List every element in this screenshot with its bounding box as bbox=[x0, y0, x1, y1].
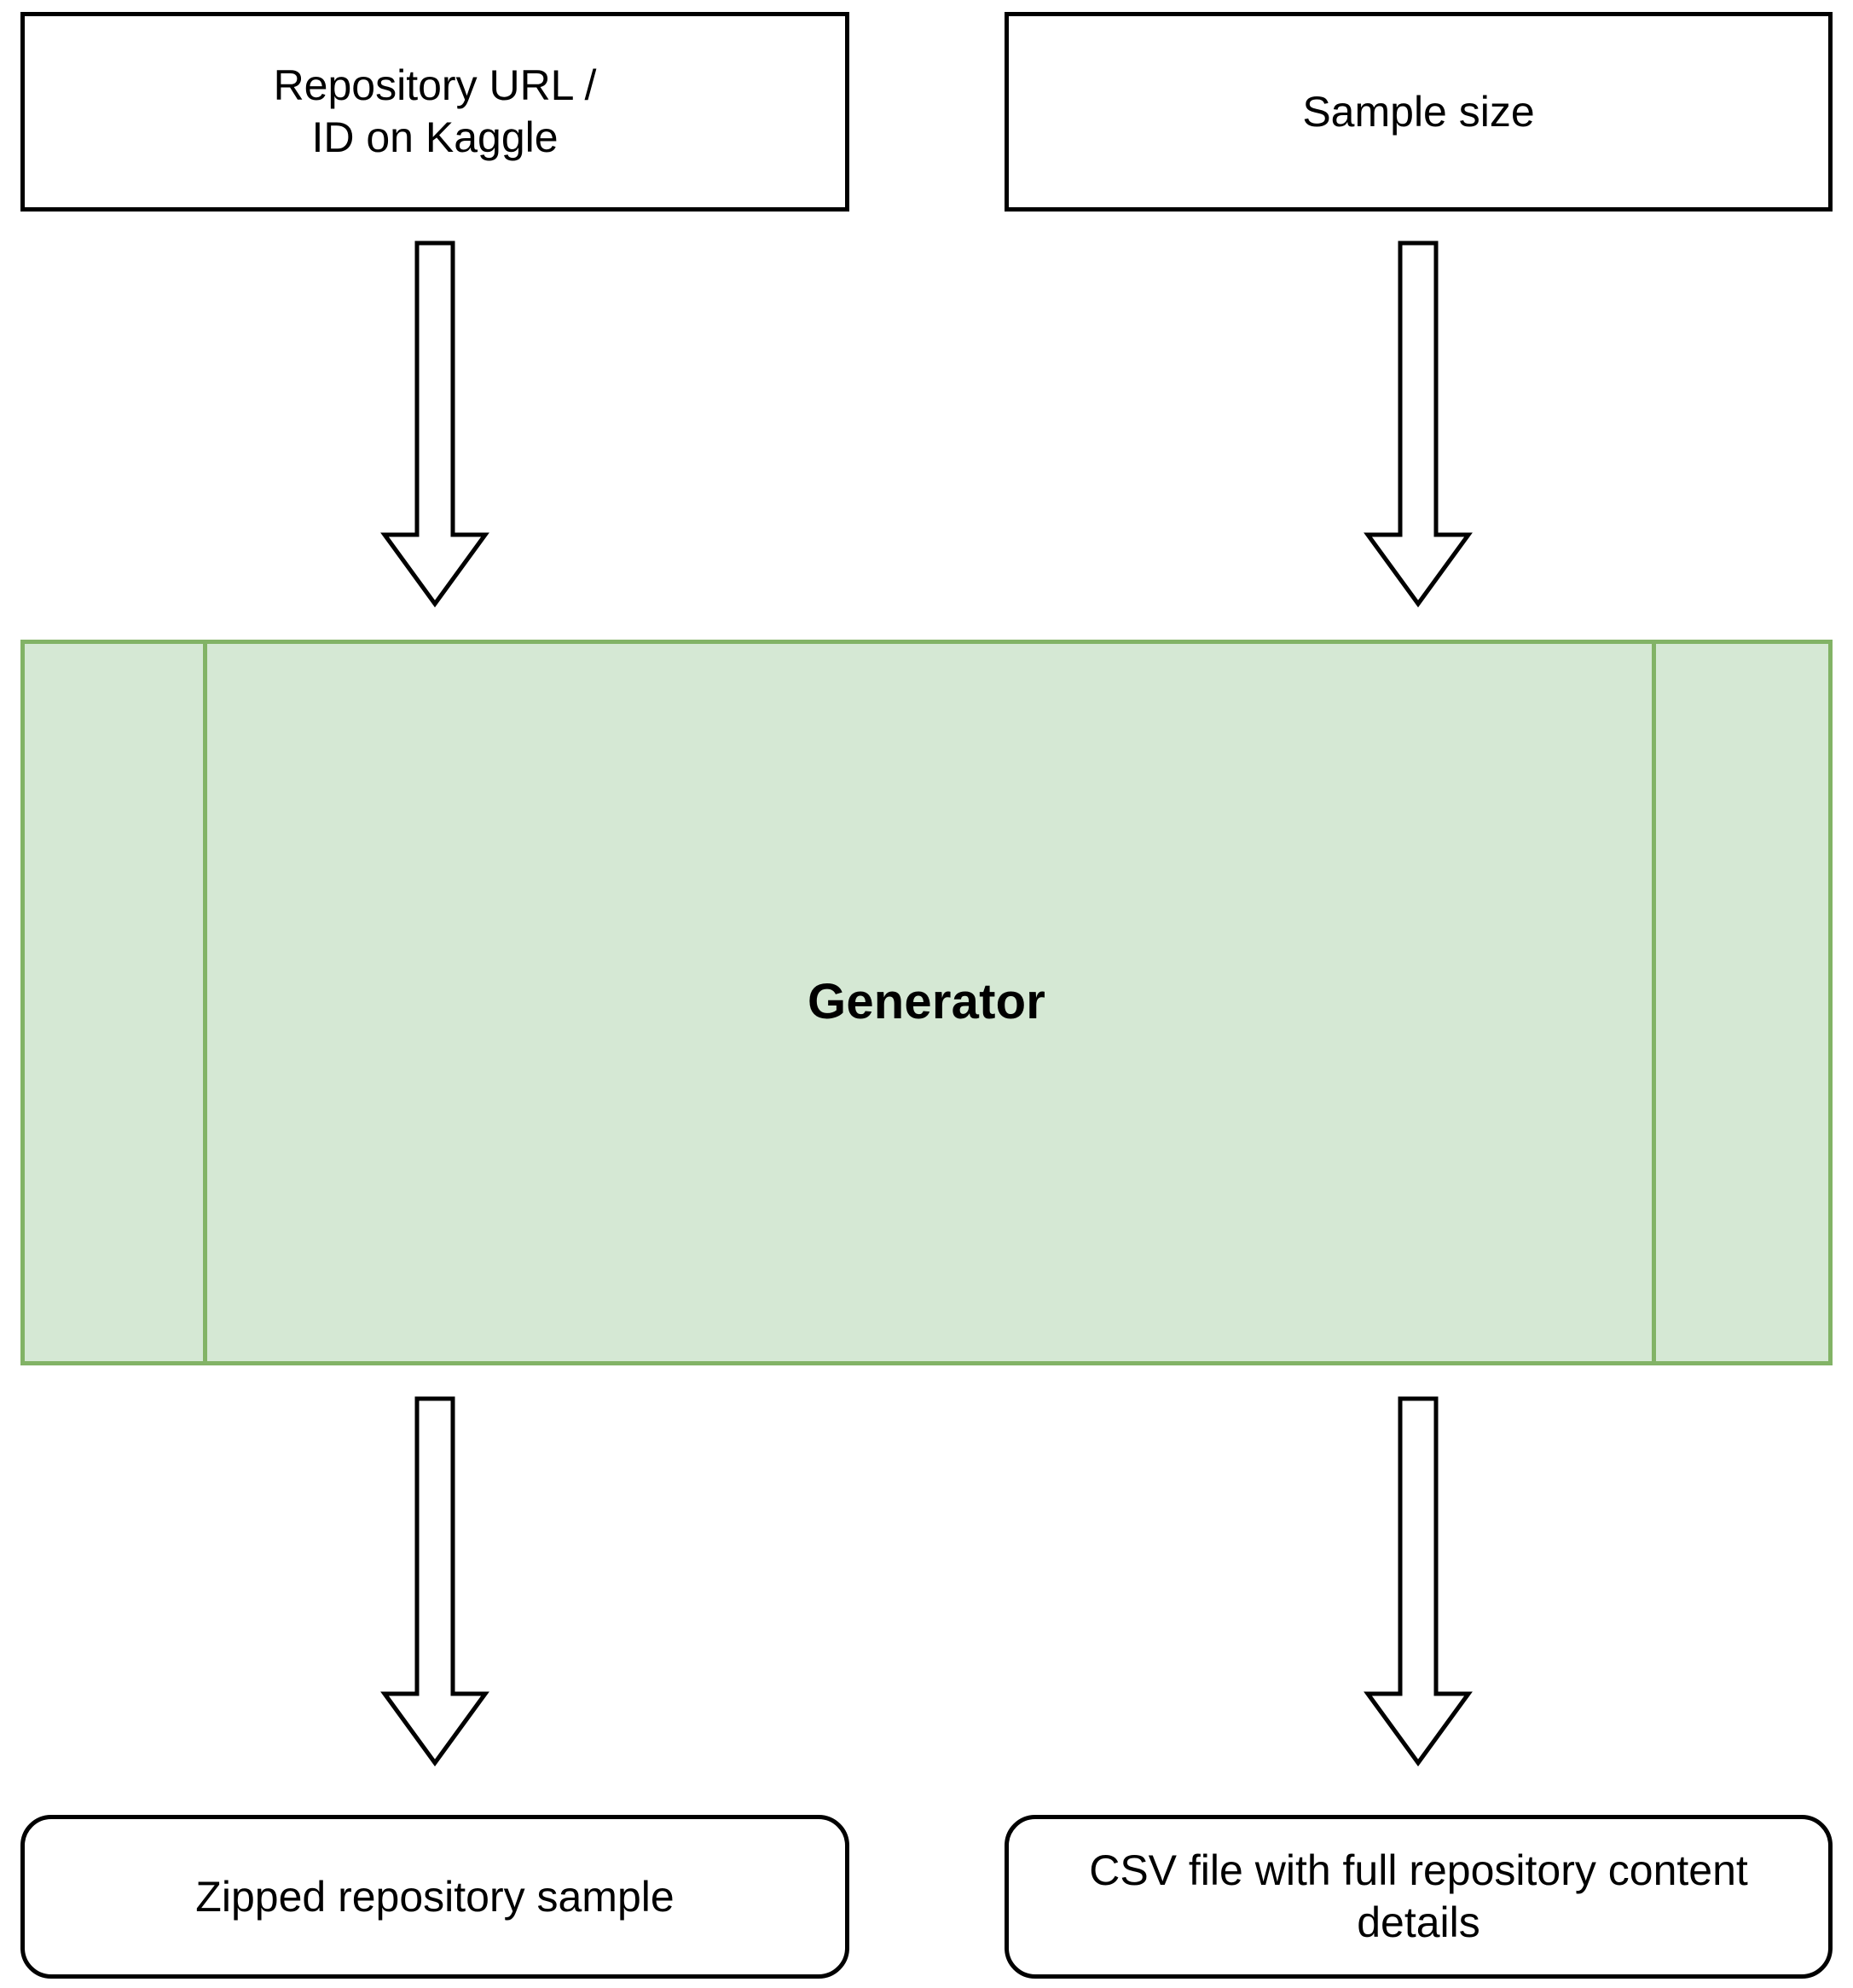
process-node-generator-label: Generator bbox=[808, 974, 1045, 1030]
output-node-zipped-repository-sample-label: Zipped repository sample bbox=[195, 1872, 675, 1921]
arrow-down-icon bbox=[380, 241, 489, 608]
input-node-sample-size[interactable]: Sample size bbox=[1005, 12, 1833, 212]
process-node-generator[interactable]: Generator bbox=[20, 640, 1833, 1365]
output-node-csv-details[interactable]: CSV file with full repository content de… bbox=[1005, 1815, 1833, 1979]
arrow-down-icon bbox=[380, 1396, 489, 1767]
arrow-generator-to-csv-details bbox=[1364, 1396, 1473, 1767]
output-node-zipped-repository-sample[interactable]: Zipped repository sample bbox=[20, 1815, 849, 1979]
output-node-csv-details-label: CSV file with full repository content de… bbox=[1089, 1846, 1748, 1946]
input-node-repository-url[interactable]: Repository URL / ID on Kaggle bbox=[20, 12, 849, 212]
arrow-down-icon bbox=[1364, 1396, 1473, 1767]
generator-lane-divider-right bbox=[1652, 644, 1656, 1361]
input-node-repository-url-label: Repository URL / ID on Kaggle bbox=[273, 61, 597, 161]
arrow-generator-to-zipped-sample bbox=[380, 1396, 489, 1767]
arrow-sample-size-to-generator bbox=[1364, 241, 1473, 608]
arrow-down-icon bbox=[1364, 241, 1473, 608]
arrow-repository-url-to-generator bbox=[380, 241, 489, 608]
input-node-sample-size-label: Sample size bbox=[1302, 87, 1535, 136]
generator-lane-divider-left bbox=[203, 644, 207, 1361]
